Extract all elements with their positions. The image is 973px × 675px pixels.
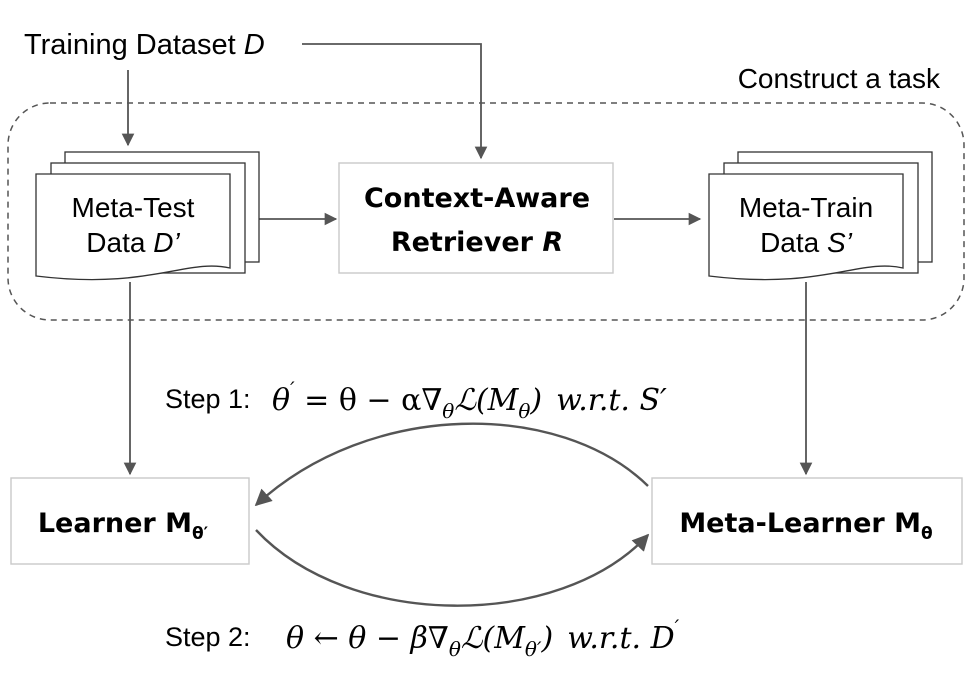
step-1-formula: θ′ = θ − α∇θℒ(Mθ)w.r.t. S′ <box>272 377 667 423</box>
training-dataset-label: Training Dataset D <box>24 29 265 61</box>
retriever-title: Context-Aware <box>364 183 590 214</box>
step-1-label: Step 1: <box>165 384 251 414</box>
meta-test-var: D’ <box>153 227 180 258</box>
meta-train-title: Meta-Train <box>739 192 873 223</box>
step-1-equation: Step 1: θ′ = θ − α∇θℒ(Mθ)w.r.t. S′ <box>165 377 667 423</box>
learner-box: Learner Mθ′ <box>10 477 250 565</box>
learner-label: Learner Mθ′ <box>38 508 209 544</box>
step-2-label: Step 2: <box>165 622 251 652</box>
training-dataset-var: D <box>244 29 265 61</box>
learner-subscript: θ′ <box>192 524 209 544</box>
context-aware-retriever: Context-Aware Retriever R <box>338 162 614 274</box>
meta-train-data: Data S’ <box>760 227 853 258</box>
retriever-subtitle: Retriever R <box>391 227 563 258</box>
meta-test-data: Data D’ <box>86 227 180 258</box>
construct-task-label: Construct a task <box>738 63 941 94</box>
meta-test-title: Meta-Test <box>72 192 195 223</box>
meta-learner-label: Meta-Learner Mθ <box>679 508 932 544</box>
step-2-formula: θ ← θ − β∇θℒ(Mθ′)w.r.t. D′ <box>286 615 680 661</box>
step-2-equation: Step 2: θ ← θ − β∇θℒ(Mθ′)w.r.t. D′ <box>165 615 680 661</box>
meta-learner-box: Meta-Learner Mθ <box>651 477 963 565</box>
loop-arrow-bottom <box>255 529 650 607</box>
retriever-var: R <box>542 227 563 258</box>
arrow-dataset-to-retriever <box>302 43 488 160</box>
meta-train-var: S’ <box>827 227 853 258</box>
meta-test-document-stack: Meta-Test Data D’ <box>35 151 260 281</box>
loop-arrow-top <box>254 422 649 507</box>
meta-train-document-stack: Meta-Train Data S’ <box>708 151 933 281</box>
meta-learner-subscript: θ <box>921 524 933 544</box>
construct-task-group <box>7 102 965 321</box>
